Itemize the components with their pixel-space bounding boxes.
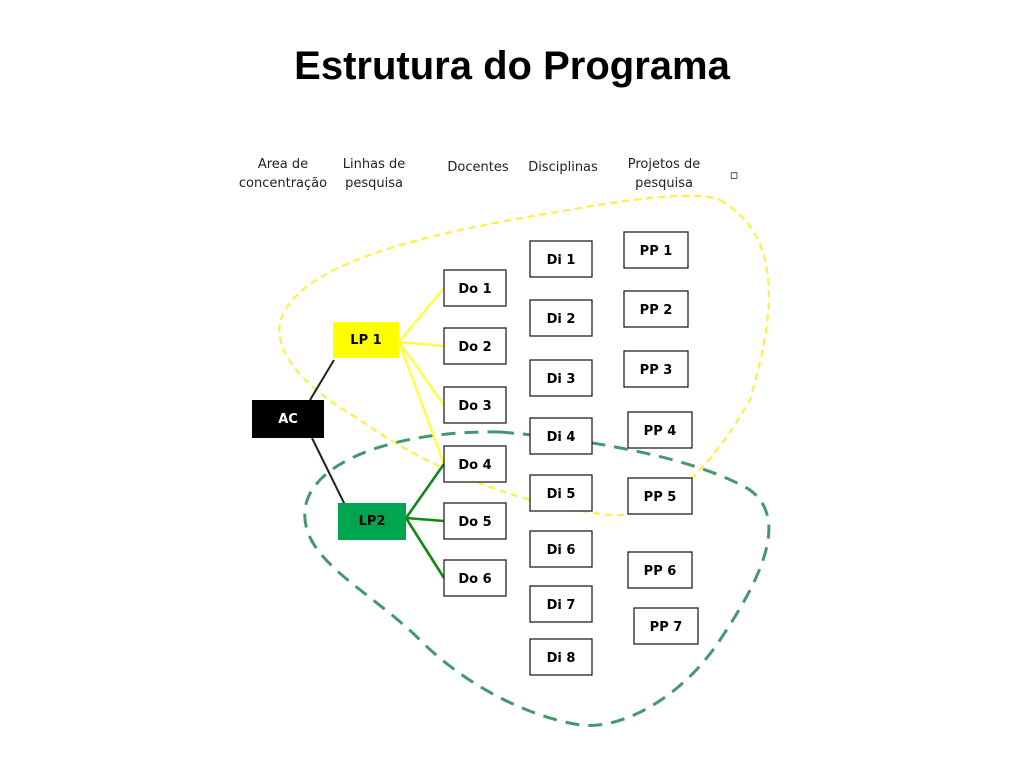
- link-lp1-do4: [397, 341, 446, 465]
- docentes-column: Do 1 Do 2 Do 3 Do 4 Do 5 Do 6: [443, 269, 507, 597]
- projeto-pp3-label: PP 3: [640, 363, 673, 378]
- disciplina-di2[interactable]: Di 2: [529, 299, 593, 337]
- header-disciplinas: Disciplinas: [528, 160, 598, 175]
- header-area-concentracao: Area de concentração: [238, 157, 328, 191]
- projeto-pp5[interactable]: PP 5: [627, 477, 693, 515]
- link-lp2-do4: [404, 463, 446, 519]
- header-extra-mark: ▫: [729, 168, 739, 183]
- projeto-pp6-label: PP 6: [644, 564, 677, 579]
- disciplina-di3-label: Di 3: [547, 372, 576, 387]
- disciplina-di2-label: Di 2: [547, 312, 576, 327]
- link-lp1-do2: [398, 340, 445, 348]
- link-lp1-do1: [398, 287, 445, 343]
- page-title: Estrutura do Programa: [294, 44, 730, 88]
- docente-do5-label: Do 5: [458, 515, 491, 530]
- disciplina-di4[interactable]: Di 4: [529, 417, 593, 455]
- projeto-pp7-label: PP 7: [650, 620, 683, 635]
- node-lp1-label: LP 1: [350, 333, 381, 348]
- projeto-pp3[interactable]: PP 3: [623, 350, 689, 388]
- disciplina-di8[interactable]: Di 8: [529, 638, 593, 676]
- disciplina-di7-label: Di 7: [547, 598, 576, 613]
- node-lp2[interactable]: LP2: [338, 503, 406, 540]
- disciplina-di5[interactable]: Di 5: [529, 474, 593, 512]
- docente-do6[interactable]: Do 6: [443, 559, 507, 597]
- disciplina-di3[interactable]: Di 3: [529, 359, 593, 397]
- link-lp2-do5: [405, 516, 445, 523]
- node-lp1[interactable]: LP 1: [333, 322, 399, 358]
- docente-do4[interactable]: Do 4: [443, 445, 507, 483]
- projeto-pp7[interactable]: PP 7: [633, 607, 699, 645]
- docente-do5[interactable]: Do 5: [443, 502, 507, 540]
- projeto-pp2-label: PP 2: [640, 303, 673, 318]
- link-lp2-do6: [404, 517, 446, 579]
- docente-do4-label: Do 4: [458, 458, 491, 473]
- docente-do6-label: Do 6: [458, 572, 491, 587]
- disciplina-di7[interactable]: Di 7: [529, 585, 593, 623]
- disciplina-di1-label: Di 1: [547, 253, 576, 268]
- disciplinas-column: Di 1 Di 2 Di 3 Di 4 Di 5 Di 6 Di 7 Di 8: [529, 240, 593, 676]
- docente-do2[interactable]: Do 2: [443, 327, 507, 365]
- link-lp1-do3: [398, 341, 445, 406]
- header-linhas-pesquisa: Linhas de pesquisa: [342, 157, 406, 191]
- projeto-pp1[interactable]: PP 1: [623, 231, 689, 269]
- projeto-pp2[interactable]: PP 2: [623, 290, 689, 328]
- header-docentes: Docentes: [447, 160, 509, 175]
- node-ac[interactable]: AC: [252, 400, 324, 438]
- docente-do3[interactable]: Do 3: [443, 386, 507, 424]
- lp1-group-outline: [278, 194, 770, 517]
- disciplina-di4-label: Di 4: [547, 430, 576, 445]
- disciplina-di5-label: Di 5: [547, 487, 576, 502]
- header-projetos-pesquisa: Projetos de pesquisa: [627, 157, 701, 191]
- disciplina-di8-label: Di 8: [547, 651, 576, 666]
- disciplina-di6-label: Di 6: [547, 543, 576, 558]
- node-lp2-label: LP2: [359, 514, 386, 529]
- projeto-pp4-label: PP 4: [644, 424, 677, 439]
- projeto-pp1-label: PP 1: [640, 244, 673, 259]
- projetos-column: PP 1 PP 2 PP 3 PP 4 PP 5 PP 6 PP 7: [623, 231, 699, 645]
- docente-do1-label: Do 1: [458, 282, 491, 297]
- node-ac-label: AC: [278, 412, 298, 427]
- lp1-docente-links: [397, 287, 446, 465]
- projeto-pp5-label: PP 5: [644, 490, 677, 505]
- docente-do3-label: Do 3: [458, 399, 491, 414]
- docente-do2-label: Do 2: [458, 340, 491, 355]
- disciplina-di6[interactable]: Di 6: [529, 530, 593, 568]
- docente-do1[interactable]: Do 1: [443, 269, 507, 307]
- disciplina-di1[interactable]: Di 1: [529, 240, 593, 278]
- projeto-pp4[interactable]: PP 4: [627, 411, 693, 449]
- projeto-pp6[interactable]: PP 6: [627, 551, 693, 589]
- connector-ac-lp1: [309, 359, 335, 401]
- connector-ac-lp2: [311, 437, 346, 506]
- lp2-docente-links: [404, 463, 446, 579]
